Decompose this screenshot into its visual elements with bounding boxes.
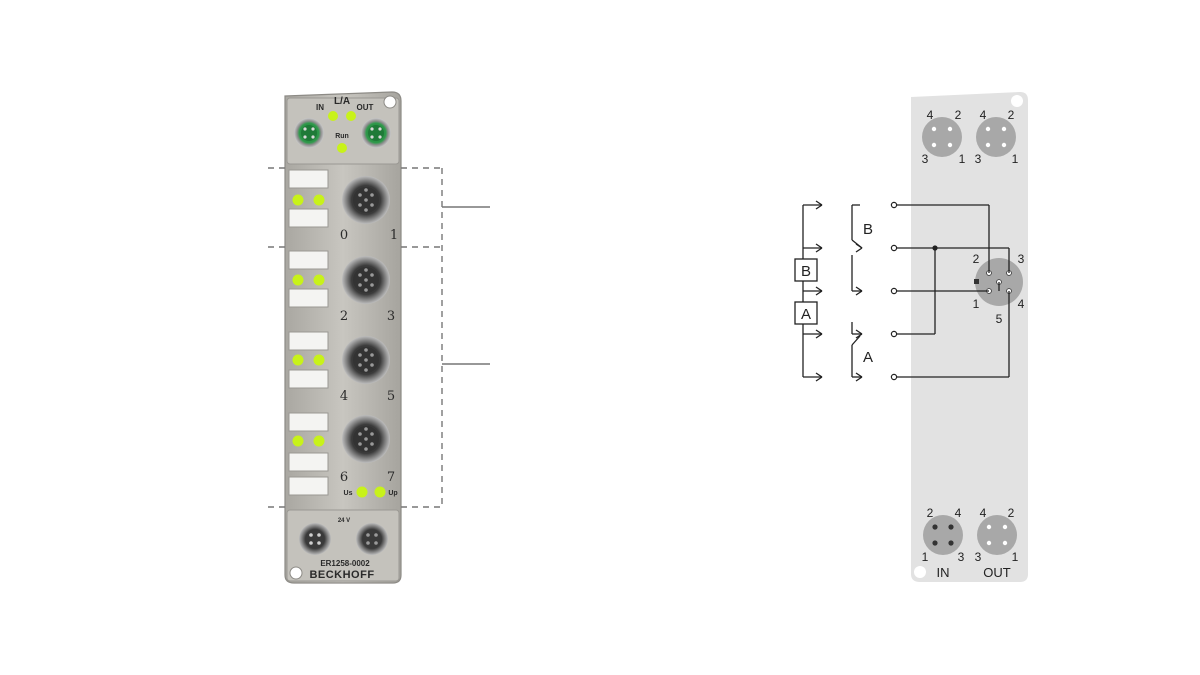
pin-number: 1 [1012,550,1019,564]
label-out: OUT [357,103,374,112]
channel-number: 3 [387,309,395,324]
m12-connector [342,415,390,463]
contact-a-label: A [863,349,873,366]
label-slot [288,452,329,472]
us-led [356,486,368,498]
label-up: Up [388,490,397,497]
label-in: IN [316,103,324,112]
pin-number: 2 [973,252,980,266]
group-brackets [268,167,490,508]
m12-connector [342,256,390,304]
junction-dot [932,245,938,251]
pin-number: 2 [927,506,934,520]
power-out-connector [356,523,388,555]
label-la: L/A [334,96,350,107]
up-led [374,486,386,498]
mounting-hole-top [383,95,397,109]
diagram-panel [911,92,1028,582]
pin-number: 4 [955,506,962,520]
label-slot [288,208,329,228]
top-in-pinout: 4 2 3 1 [922,108,966,166]
label-slot [288,369,329,389]
channel-led [292,435,304,447]
label-slot [288,169,329,189]
ethercat-out-connector [361,118,391,148]
box-a-label: A [801,306,811,323]
channel-led [292,274,304,286]
label-us: Us [344,490,353,497]
bottom-out-pinout: 4 2 3 1 OUT [975,506,1019,580]
bottom-in-pinout: 2 4 1 3 IN [922,506,965,580]
pin-number: 3 [922,152,929,166]
channel-block-0-1: 0 1 [288,169,398,243]
pin-number: 2 [1008,506,1015,520]
m12-connector [342,336,390,384]
pin-number: 3 [975,152,982,166]
device-module: IN L/A OUT Run [284,91,402,584]
pin-number: 3 [1018,252,1025,266]
la-led-left [328,111,338,121]
channel-block-6-7: 6 7 [288,412,395,496]
pin-number: 1 [959,152,966,166]
pin-number: 2 [955,108,962,122]
channel-block-4-5: 4 5 [288,331,395,404]
box-b-label: B [801,263,811,280]
power-in-connector [299,523,331,555]
channel-number: 2 [340,309,348,324]
ethercat-in-connector [294,118,324,148]
label-run: Run [335,133,349,140]
pin-number: 1 [973,297,980,311]
channel-number: 1 [390,228,398,243]
pin-number: 2 [1008,108,1015,122]
box-a [794,301,818,325]
brand-logo: BECKHOFF [309,569,374,581]
top-out-pinout: 4 2 3 1 [975,108,1019,166]
pin-number: 3 [958,550,965,564]
pin-number: 1 [1012,152,1019,166]
bottom-in-label: IN [937,565,950,580]
pin-number: 1 [922,550,929,564]
label-slot [288,331,329,351]
m12-connector [342,176,390,224]
box-b [794,258,818,282]
mounting-hole-bottom [289,566,303,580]
pin-number: 5 [996,312,1003,326]
panel-hole-bottom [914,566,926,578]
pin-number: 4 [1018,297,1025,311]
pin-number: 4 [927,108,934,122]
channel-led [313,435,325,447]
channel-number: 6 [340,470,348,485]
channel-led [313,274,325,286]
pin-number: 3 [975,550,982,564]
panel-hole-top [1011,95,1023,107]
channel-led [313,354,325,366]
channel-led [313,194,325,206]
channel-number: 7 [387,470,395,485]
channel-number: 5 [387,389,395,404]
terminals [890,201,898,381]
channel-number: 0 [340,228,348,243]
channel-led [292,194,304,206]
channel-led [292,354,304,366]
label-slot [288,288,329,308]
pin-number: 4 [980,108,987,122]
model-number: ER1258-0002 [320,559,370,568]
channel-block-2-3: 2 3 [288,250,395,324]
label-voltage: 24 V [338,518,350,524]
label-slot [288,412,329,432]
label-slot [288,250,329,270]
label-slot [288,476,329,496]
bottom-out-label: OUT [983,565,1011,580]
channel-number: 4 [340,389,348,404]
wiring-lines [802,200,1010,382]
run-led [337,143,347,153]
la-led-right [346,111,356,121]
contact-b-label: B [863,221,873,238]
pin-number: 4 [980,506,987,520]
top-cap [286,97,400,165]
wiring-diagram: 4 2 3 1 4 2 3 1 2 3 1 5 4 [794,92,1028,582]
